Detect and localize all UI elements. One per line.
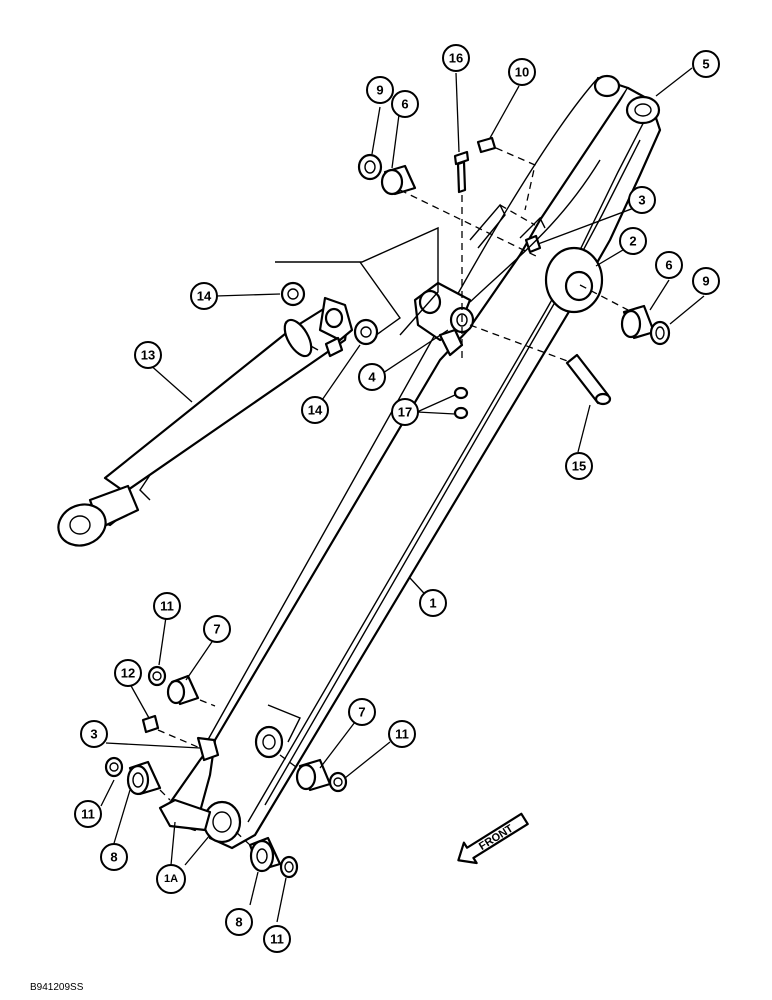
callout-12: 12 bbox=[114, 659, 142, 687]
leader-lines bbox=[100, 67, 705, 923]
hydraulic-cylinder bbox=[57, 296, 354, 547]
svg-text:11: 11 bbox=[395, 727, 409, 742]
grease-fitting-10 bbox=[476, 136, 497, 154]
svg-text:10: 10 bbox=[515, 65, 529, 80]
bolt-16 bbox=[453, 150, 470, 166]
callout-6-right: 6 bbox=[655, 251, 683, 279]
callout-15: 15 bbox=[565, 452, 593, 480]
svg-text:3: 3 bbox=[638, 193, 645, 208]
washer-11-d bbox=[279, 855, 299, 879]
washer-9-right bbox=[649, 320, 671, 346]
grease-fitting-12 bbox=[141, 714, 160, 734]
washer-14-upper bbox=[280, 281, 306, 307]
callout-7-left: 7 bbox=[203, 615, 231, 643]
callout-7-right: 7 bbox=[348, 698, 376, 726]
svg-text:1A: 1A bbox=[164, 873, 178, 885]
svg-text:1: 1 bbox=[429, 596, 436, 611]
svg-text:14: 14 bbox=[308, 403, 323, 418]
callout-14-lower: 14 bbox=[301, 396, 329, 424]
callout-8-left: 8 bbox=[100, 843, 128, 871]
svg-text:6: 6 bbox=[401, 97, 408, 112]
callout-1A: 1A bbox=[156, 864, 186, 894]
svg-text:11: 11 bbox=[81, 807, 95, 822]
svg-text:13: 13 bbox=[141, 348, 155, 363]
callout-11-c: 11 bbox=[388, 720, 416, 748]
callout-1: 1 bbox=[419, 589, 447, 617]
callout-9-right: 9 bbox=[692, 267, 720, 295]
callout-11-d: 11 bbox=[263, 925, 291, 953]
svg-text:7: 7 bbox=[358, 705, 365, 720]
svg-text:5: 5 bbox=[702, 57, 709, 72]
svg-text:16: 16 bbox=[449, 51, 463, 66]
svg-text:11: 11 bbox=[270, 932, 284, 947]
svg-text:11: 11 bbox=[160, 599, 174, 614]
washer-11-b bbox=[104, 756, 124, 778]
callout-16: 16 bbox=[442, 44, 470, 72]
svg-text:6: 6 bbox=[665, 258, 672, 273]
callout-3-lower: 3 bbox=[80, 720, 108, 748]
svg-text:14: 14 bbox=[197, 289, 212, 304]
callout-8-right: 8 bbox=[225, 908, 253, 936]
callout-14-upper: 14 bbox=[190, 282, 218, 310]
callout-13: 13 bbox=[134, 341, 162, 369]
svg-text:4: 4 bbox=[368, 370, 376, 385]
svg-text:7: 7 bbox=[213, 622, 220, 637]
nut-17a bbox=[453, 386, 469, 400]
drawing-code: B941209SS bbox=[30, 982, 84, 993]
bracket-outline bbox=[275, 226, 439, 336]
callout-6-upper: 6 bbox=[391, 90, 419, 118]
callout-5: 5 bbox=[692, 50, 720, 78]
svg-text:15: 15 bbox=[572, 459, 586, 474]
washer-11-a bbox=[147, 665, 167, 687]
svg-text:9: 9 bbox=[376, 83, 383, 98]
nut-17b bbox=[453, 406, 469, 420]
washer-14-lower bbox=[353, 318, 379, 346]
callout-9-upper: 9 bbox=[366, 76, 394, 104]
svg-text:17: 17 bbox=[398, 405, 412, 420]
callout-2: 2 bbox=[619, 227, 647, 255]
front-arrow: FRONT bbox=[457, 812, 529, 865]
callout-11-b: 11 bbox=[74, 800, 102, 828]
washer-11-c bbox=[328, 771, 348, 793]
callout-11-a: 11 bbox=[153, 592, 181, 620]
svg-text:12: 12 bbox=[121, 666, 135, 681]
callout-3-upper: 3 bbox=[628, 186, 656, 214]
arm-assembly bbox=[158, 74, 662, 850]
svg-text:8: 8 bbox=[110, 850, 117, 865]
svg-text:8: 8 bbox=[235, 915, 242, 930]
svg-text:9: 9 bbox=[702, 274, 709, 289]
bracket-outline-2 bbox=[359, 261, 401, 339]
washer-9-upper bbox=[357, 153, 383, 181]
callout-17: 17 bbox=[391, 398, 419, 426]
svg-text:3: 3 bbox=[90, 727, 97, 742]
callout-10: 10 bbox=[508, 58, 536, 86]
svg-text:2: 2 bbox=[629, 234, 636, 249]
callout-4: 4 bbox=[358, 363, 386, 391]
